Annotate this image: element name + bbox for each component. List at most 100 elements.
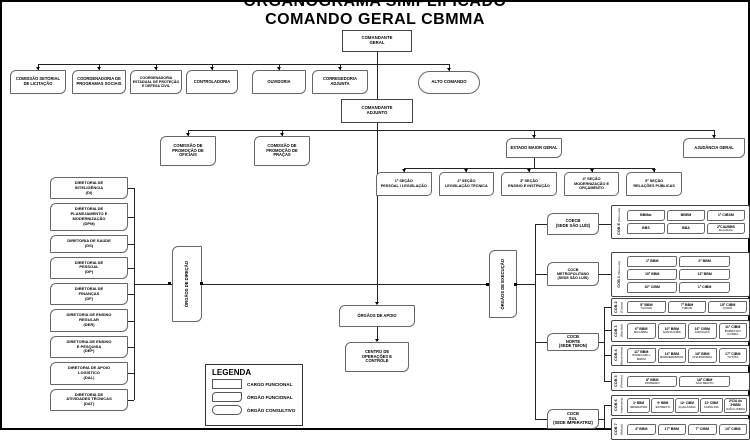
arrowhead <box>36 67 40 70</box>
arrowhead <box>375 302 379 305</box>
connector-line <box>38 64 450 65</box>
connector-line <box>128 347 134 348</box>
unit-name: 1º CIBM <box>697 285 712 290</box>
unit-box: 10º CIBM <box>718 423 747 435</box>
arrowhead <box>590 169 594 172</box>
unit-box: 1º BBM <box>627 256 678 267</box>
group-cob-6-label: COB 6 (Imperatriz) <box>612 396 625 415</box>
unit-city: AÇAILÂNDIA <box>678 404 696 409</box>
connector-line <box>535 419 547 420</box>
connector-line <box>128 217 134 218</box>
group-label: COB 7 <box>613 423 618 435</box>
connector-line <box>534 130 535 138</box>
connector-line <box>202 284 489 285</box>
node-controladoria: CONTROLADORIA <box>186 70 238 94</box>
arrowhead <box>280 133 284 136</box>
unit-city: CODÓ <box>723 306 733 311</box>
unit-city: JOÃO LISBOA <box>725 406 745 411</box>
connector-line <box>604 330 611 331</box>
junction-marker <box>486 283 489 286</box>
node-comissao-promocao-pracas: COMISSÃO DE PROMOÇÃO DE PRAÇAS <box>254 136 310 166</box>
arrowhead <box>402 169 406 172</box>
node-comandante-adjunto: COMANDANTE ADJUNTO <box>341 99 413 123</box>
junction-marker <box>514 283 517 286</box>
unit-box: BBMar <box>627 209 665 221</box>
unit-name: 8º BBM <box>645 377 659 382</box>
arrowhead <box>532 135 536 138</box>
node-centro-operacoes-controle: CENTRO DE OPERAÇÕES E CONTRÔLE <box>345 342 409 372</box>
unit-name: 6º BBM <box>635 327 648 332</box>
unit-name: 10º CIBM <box>725 426 741 431</box>
connector-line <box>128 294 134 295</box>
unit-name: 2º BBM <box>698 259 711 264</box>
connector-line <box>188 130 715 131</box>
node-diretoria: DIRETORIA DE ENSINO REGULAR (DER) <box>50 309 128 332</box>
node-comissao-promocao-oficiais: COMISSÃO DE PROMOÇÃO DE OFICIAIS <box>160 136 216 166</box>
node-ajudancia-geral: AJUDÂNCIA GERAL <box>683 138 745 158</box>
unit-city: BARREIRINHAS <box>660 354 684 359</box>
legend-shape-stadium <box>212 405 242 415</box>
node-alto-comando: ALTO COMANDO <box>418 71 480 94</box>
group-label: COB 5 <box>613 375 618 388</box>
connector-line <box>535 342 547 343</box>
connector-line <box>128 268 134 269</box>
node-diretoria: DIRETORIA DE APOIO LOGÍSTICO (DAL) <box>50 362 128 385</box>
connector-line <box>714 130 715 138</box>
connector-line <box>535 274 547 275</box>
unit-name: BBA <box>682 226 690 231</box>
unit-name: 1ª CIBSM <box>717 212 734 217</box>
unit-city: Escolinha <box>719 227 733 232</box>
connector-line <box>599 342 604 343</box>
node-orgaos-execucao: ÓRGÃOS DE EXECUÇÃO <box>489 250 517 318</box>
arrowhead <box>527 169 531 172</box>
unit-city: BARRA DO CORDA <box>724 328 741 337</box>
unit-city: BACABAL <box>634 330 649 335</box>
connector-line <box>134 188 135 400</box>
unit-city: ITAPECURU-MIRIM <box>631 353 651 361</box>
arrowhead <box>375 339 379 342</box>
node-secao: 4ª SEÇÃO MODERNIZAÇÃO E ORÇAMENTO <box>563 172 620 196</box>
unit-box: 17º BBM <box>657 423 686 435</box>
unit-name: 16º CIBM <box>694 327 711 332</box>
group-cob-4-label: COB 4 (Barreirinhas) <box>612 346 625 365</box>
arrowhead <box>97 67 101 70</box>
group-sublabel: (Caxias) <box>619 301 624 313</box>
unit-name: 13º CIBM <box>704 400 719 405</box>
group-cob-3-label: COB 3 (Bacabal) <box>612 321 625 341</box>
unit-name: BBMar <box>640 212 652 217</box>
legend-item-consultivo: ÓRGÃO CONSULTIVO <box>212 405 302 415</box>
node-coecb-sao-luis: COECB (SEDE SÃO LUÍS) <box>547 213 599 235</box>
arrowhead <box>338 67 342 70</box>
legend-shape-rounded <box>212 392 242 402</box>
unit-name: 15º CIBM <box>719 303 736 308</box>
connector-line <box>134 284 172 285</box>
group-sublabel: (Bacabal) <box>619 324 624 338</box>
connector-line <box>604 307 611 308</box>
group-label: COB 4 <box>613 349 618 362</box>
unit-box: 7º CIBM <box>688 423 717 435</box>
group-cob-5-label: COB 5 (Pinheiro) <box>612 373 625 390</box>
title-line-2: COMANDO GERAL CBMMA <box>265 11 485 29</box>
connector-line <box>604 405 605 429</box>
arrowhead <box>154 67 158 70</box>
node-diretoria: DIRETORIA DE SAÚDE (DS) <box>50 234 128 253</box>
unit-name: 17º CIBM <box>725 351 741 356</box>
unit-city: COROATÁ <box>694 330 710 335</box>
diretorias-column: DIRETORIA DE INTELIGÊNCIA (DI)DIRETORIA … <box>50 177 128 411</box>
unit-box: 19º BBM <box>627 269 678 280</box>
page-title: ORGANOGRAMA SIMPLIFICADO COMANDO GERAL C… <box>2 0 748 30</box>
unit-name: 19º BBM <box>644 272 660 277</box>
connector-line <box>604 428 611 429</box>
